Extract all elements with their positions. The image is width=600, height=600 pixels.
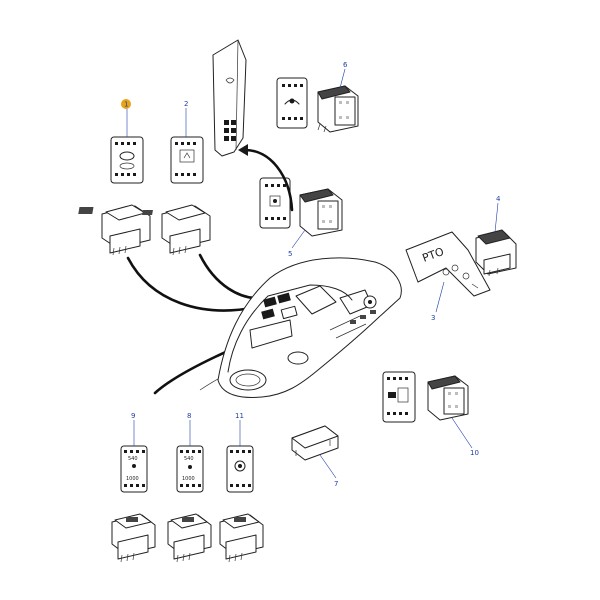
- part-2-rocker-switch: [142, 204, 211, 256]
- part-10-rocker-switch: [427, 375, 469, 421]
- console-icon: [217, 257, 402, 398]
- callout-5[interactable]: 5: [288, 250, 292, 258]
- switch-blank-cap-icon: [291, 425, 339, 461]
- part-5-label-panel: [259, 177, 291, 229]
- part-4-rocker-switch: [475, 229, 517, 277]
- part-2-label-panel: [170, 136, 204, 184]
- part-1-label-panel: [110, 136, 144, 184]
- callout-10[interactable]: 10: [470, 449, 479, 457]
- callout-7[interactable]: 7: [334, 480, 338, 488]
- pillar-trim: [212, 39, 247, 157]
- part-1-rocker-switch: [78, 204, 151, 256]
- callouts: 1 2 3 4 5 6 7 8 9 10 11: [121, 61, 501, 488]
- callout-2[interactable]: 2: [184, 100, 188, 108]
- callout-8[interactable]: 8: [187, 412, 191, 420]
- part-5-rocker-switch: [299, 188, 343, 237]
- part-11-rocker-switch: [219, 513, 264, 563]
- part-8-label-panel: 540 1000: [176, 445, 204, 493]
- callout-11[interactable]: 11: [235, 412, 244, 420]
- part-6-rocker-switch: [317, 85, 359, 133]
- panel-8-top-label: 540: [184, 456, 194, 462]
- part-8-rocker-switch: [167, 513, 212, 563]
- panel-9-top-label: 540: [128, 456, 138, 462]
- part-9-rocker-switch: [111, 513, 156, 563]
- callout-1[interactable]: 1: [124, 101, 128, 109]
- part-6-label-panel: [276, 77, 308, 129]
- part-11-label-panel: [226, 445, 254, 493]
- callout-3[interactable]: 3: [431, 314, 435, 322]
- leader-lines: [126, 68, 499, 479]
- callout-6[interactable]: 6: [343, 61, 348, 69]
- part-10-label-panel: [382, 371, 416, 423]
- pto-plate-icon: PTO: [405, 231, 491, 297]
- panel-8-bottom-label: 1000: [182, 476, 195, 482]
- callout-1-highlight: [121, 99, 131, 109]
- part-9-label-panel: 540 1000: [120, 445, 148, 493]
- callout-4[interactable]: 4: [496, 195, 501, 203]
- panel-9-bottom-label: 1000: [126, 476, 139, 482]
- callout-9[interactable]: 9: [131, 412, 135, 420]
